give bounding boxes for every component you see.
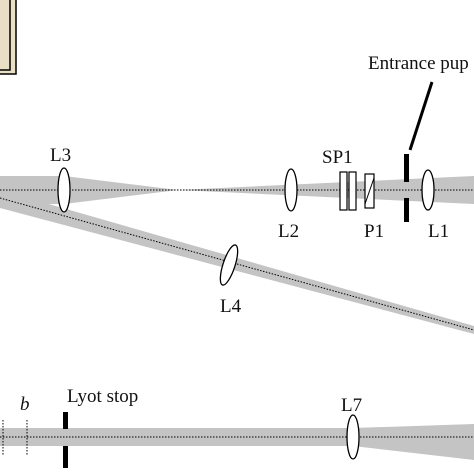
label-l3: L3	[50, 145, 71, 166]
label-entrance-pupil: Entrance pup	[368, 53, 469, 74]
label-sp1: SP1	[322, 147, 353, 168]
optical-axis-diagonal	[0, 197, 474, 331]
label-p1: P1	[364, 221, 384, 242]
lens-l2	[284, 168, 298, 212]
entrance-pupil-stop	[404, 154, 409, 222]
sp1-element	[339, 171, 357, 211]
lens-l3	[57, 167, 71, 213]
lens-l1	[421, 169, 435, 211]
label-lyot-stop: Lyot stop	[67, 386, 138, 407]
label-l1: L1	[428, 221, 449, 242]
diagonal-beam	[0, 190, 474, 334]
label-l4: L4	[220, 296, 242, 317]
upper-beam-left	[0, 176, 178, 204]
lower-beam	[0, 424, 474, 460]
p1-element	[364, 173, 375, 209]
lens-l4	[219, 244, 239, 286]
lens-l7	[346, 414, 360, 460]
label-l2: L2	[278, 221, 299, 242]
upper-beam-right	[178, 176, 474, 204]
entrance-pupil-pointer	[408, 81, 434, 151]
label-b: b	[20, 394, 30, 415]
lyot-stop	[63, 412, 68, 468]
label-l7: L7	[341, 395, 362, 416]
detector-box	[0, 0, 17, 75]
